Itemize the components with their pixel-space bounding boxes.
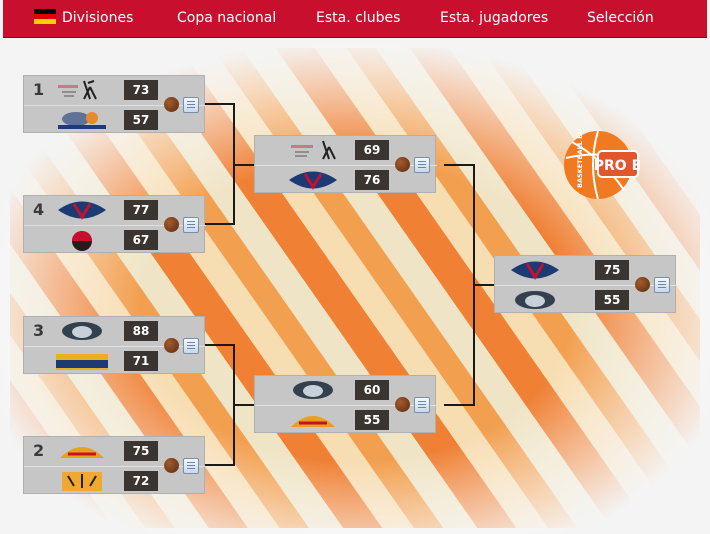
basketball-icon[interactable]: [164, 97, 179, 112]
basketball-icon[interactable]: [164, 217, 179, 232]
bracket-team-row: 55: [255, 405, 437, 434]
game-icons: [164, 216, 204, 234]
paderborn-baskets-logo[interactable]: [54, 109, 110, 131]
seed-number: 4: [33, 200, 45, 219]
game-icons: [395, 156, 435, 174]
team-score: 55: [355, 410, 389, 430]
nav-divisiones[interactable]: Divisiones: [62, 10, 134, 26]
team-score: 72: [124, 471, 158, 491]
nav-seleccion[interactable]: Selección: [587, 10, 654, 26]
bracket-team-row: 55: [495, 285, 677, 314]
semifinal-1-box: 69 76: [254, 135, 437, 194]
final-box: 75 55: [494, 255, 677, 314]
nav-copa-nacional[interactable]: Copa nacional: [177, 10, 277, 26]
bracket-team-row: 2 75: [24, 437, 206, 465]
top-navigation: Divisiones Copa nacional Esta. clubes Es…: [3, 0, 707, 38]
blue-crest-logo[interactable]: [285, 169, 341, 191]
flag-stripe-black: [34, 9, 56, 14]
tiger-head-logo[interactable]: [54, 470, 110, 492]
seed-number: 3: [33, 321, 45, 340]
team-score: 60: [355, 380, 389, 400]
team-score: 75: [124, 441, 158, 461]
stats-sheet-icon[interactable]: [183, 217, 199, 233]
team-score: 69: [355, 140, 389, 160]
team-score: 55: [595, 290, 629, 310]
team-score: 88: [124, 321, 158, 341]
bulldog-logo[interactable]: [507, 289, 563, 311]
bracket-team-row: 4 77: [24, 196, 206, 224]
team-score: 67: [124, 230, 158, 250]
bracket-team-row: 71: [24, 346, 206, 375]
basketball-icon[interactable]: [164, 458, 179, 473]
team-score: 73: [124, 80, 158, 100]
basketball-icon[interactable]: [395, 157, 410, 172]
seed-number: 2: [33, 441, 45, 460]
league-badge-text: PRO B: [594, 158, 640, 174]
quarterfinal-2-box: 4 77 67: [23, 195, 206, 254]
semifinal-2-box: 60 55: [254, 375, 437, 434]
bracket-team-row: 75: [495, 256, 677, 284]
bulldog-logo[interactable]: [54, 320, 110, 342]
bulldog-logo[interactable]: [285, 379, 341, 401]
league-top-text: BASKETBALL BUNDESLIGA: [576, 128, 584, 188]
basketball-icon[interactable]: [164, 338, 179, 353]
nav-esta-jugadores[interactable]: Esta. jugadores: [440, 10, 549, 26]
bracket-team-row: 72: [24, 466, 206, 495]
game-icons: [635, 276, 675, 294]
dragons-rhoendorf-logo[interactable]: [285, 139, 341, 161]
seed-number: 1: [33, 80, 45, 99]
basketball-bundesliga-pro-b-logo: PRO B BASKETBALL BUNDESLIGA: [564, 128, 640, 200]
stats-sheet-icon[interactable]: [414, 397, 430, 413]
basketball-icon[interactable]: [635, 277, 650, 292]
quarterfinal-4-box: 2 75 72: [23, 436, 206, 495]
blue-crest-logo[interactable]: [507, 259, 563, 281]
bracket-team-row: 67: [24, 225, 206, 254]
quarterfinal-1-box: 1 73 57: [23, 75, 206, 134]
nav-esta-clubes[interactable]: Esta. clubes: [316, 10, 401, 26]
stats-sheet-icon[interactable]: [183, 338, 199, 354]
bracket-team-row: 60: [255, 376, 437, 404]
tigers-logo[interactable]: [54, 440, 110, 462]
stats-sheet-icon[interactable]: [654, 277, 670, 293]
bracket-team-row: 1 73: [24, 76, 206, 104]
game-icons: [164, 457, 204, 475]
bracket-team-row: 69: [255, 136, 437, 164]
team-score: 76: [355, 170, 389, 190]
flag-stripe-red: [34, 14, 56, 19]
team-score: 77: [124, 200, 158, 220]
stats-sheet-icon[interactable]: [414, 157, 430, 173]
game-icons: [395, 396, 435, 414]
skyliners-logo[interactable]: [54, 350, 110, 372]
bracket-team-row: 3 88: [24, 317, 206, 345]
flag-stripe-gold: [34, 19, 56, 24]
germany-flag-icon[interactable]: [34, 9, 56, 24]
stats-sheet-icon[interactable]: [183, 458, 199, 474]
team-score: 57: [124, 110, 158, 130]
dragons-rhoendorf-logo[interactable]: [54, 79, 110, 101]
game-icons: [164, 337, 204, 355]
stats-sheet-icon[interactable]: [183, 97, 199, 113]
blue-crest-logo[interactable]: [54, 199, 110, 221]
bracket-team-row: 57: [24, 105, 206, 134]
tigers-logo[interactable]: [285, 409, 341, 431]
game-icons: [164, 96, 204, 114]
quarterfinal-3-box: 3 88 71: [23, 316, 206, 375]
red-ball-logo[interactable]: [54, 229, 110, 251]
team-score: 71: [124, 351, 158, 371]
team-score: 75: [595, 260, 629, 280]
bracket-team-row: 76: [255, 165, 437, 194]
basketball-icon[interactable]: [395, 397, 410, 412]
